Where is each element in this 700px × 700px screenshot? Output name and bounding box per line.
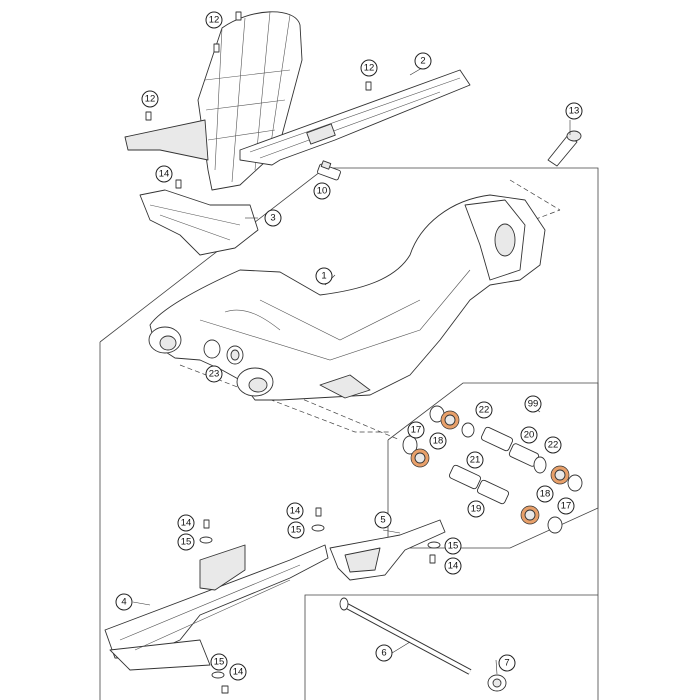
svg-text:13: 13	[569, 106, 580, 117]
svg-text:17: 17	[411, 425, 422, 436]
svg-text:19: 19	[471, 504, 482, 515]
svg-text:1: 1	[321, 271, 326, 282]
svg-text:12: 12	[209, 15, 220, 26]
chain-guard-upper	[239, 69, 471, 166]
callout-10: 10	[313, 182, 331, 200]
callout-15-left: 15	[177, 533, 195, 551]
svg-text:15: 15	[448, 541, 459, 552]
callout-2: 2	[414, 52, 432, 70]
callout-23: 23	[205, 365, 223, 383]
svg-text:5: 5	[380, 515, 385, 526]
callout-13: 13	[565, 102, 583, 120]
svg-text:18: 18	[540, 489, 551, 500]
svg-text:10: 10	[317, 186, 328, 197]
screws	[145, 11, 441, 694]
callout-19: 19	[467, 500, 485, 518]
svg-text:12: 12	[145, 94, 156, 105]
chain-guard-bolt	[317, 160, 341, 181]
svg-text:14: 14	[290, 506, 301, 517]
svg-text:22: 22	[479, 405, 490, 416]
svg-text:18: 18	[433, 436, 444, 447]
svg-text:3: 3	[270, 213, 275, 224]
swingarm	[148, 194, 546, 401]
svg-text:22: 22	[548, 440, 559, 451]
callout-12-left: 12	[141, 90, 159, 108]
svg-text:7: 7	[504, 658, 509, 669]
callout-14-left: 14	[177, 514, 195, 532]
svg-text:14: 14	[159, 169, 170, 180]
callout-18-left: 18	[429, 432, 447, 450]
chain-guard-bracket	[139, 189, 259, 256]
callout-15-right: 15	[444, 537, 462, 555]
svg-text:15: 15	[181, 537, 192, 548]
svg-text:15: 15	[291, 525, 302, 536]
svg-text:4: 4	[121, 597, 126, 608]
svg-text:14: 14	[181, 518, 192, 529]
callout-99: 99	[524, 395, 542, 413]
chain-guide	[329, 519, 446, 581]
callout-12-right: 12	[360, 59, 378, 77]
callout-22-top: 22	[475, 401, 493, 419]
axle-dashed-guide-2	[519, 209, 561, 226]
callout-14-upper: 14	[155, 165, 173, 183]
bearing-kit-parts	[402, 405, 583, 534]
chain-slider-lower	[104, 544, 329, 671]
callout-18-right: 18	[536, 485, 554, 503]
svg-text:20: 20	[524, 430, 535, 441]
callout-12-top: 12	[205, 11, 223, 29]
axle-dashed-guide	[509, 179, 561, 211]
callout-14-bottom: 14	[229, 663, 247, 681]
svg-text:12: 12	[364, 63, 375, 74]
rear-mudguard	[124, 11, 303, 191]
callout-7: 7	[498, 654, 516, 672]
pivot-sleeve	[547, 130, 582, 167]
callout-15-mid: 15	[287, 521, 305, 539]
callout-14-mid: 14	[286, 502, 304, 520]
callout-22-right: 22	[544, 436, 562, 454]
svg-text:23: 23	[209, 369, 220, 380]
svg-text:17: 17	[561, 501, 572, 512]
axle-frame	[304, 594, 598, 700]
callout-17-right: 17	[557, 497, 575, 515]
callout-5: 5	[374, 511, 392, 529]
svg-text:2: 2	[420, 56, 425, 67]
callout-20: 20	[520, 426, 538, 444]
callout-4: 4	[115, 593, 133, 611]
bearing-dashed-guide	[179, 364, 390, 433]
callout-1: 1	[315, 267, 333, 285]
pivot-bearing-23	[203, 339, 244, 365]
svg-text:15: 15	[214, 657, 225, 668]
svg-text:99: 99	[528, 399, 539, 410]
callout-3: 3	[264, 209, 282, 227]
svg-text:14: 14	[448, 561, 459, 572]
callout-6: 6	[375, 644, 393, 662]
callout-17-left: 17	[407, 421, 425, 439]
svg-text:14: 14	[233, 667, 244, 678]
axle-nut	[487, 674, 507, 692]
svg-text:21: 21	[470, 455, 481, 466]
swingarm-axle	[339, 597, 472, 675]
svg-text:6: 6	[381, 648, 386, 659]
callout-15-bottom: 15	[210, 653, 228, 671]
callout-21: 21	[466, 451, 484, 469]
callout-14-right: 14	[444, 557, 462, 575]
